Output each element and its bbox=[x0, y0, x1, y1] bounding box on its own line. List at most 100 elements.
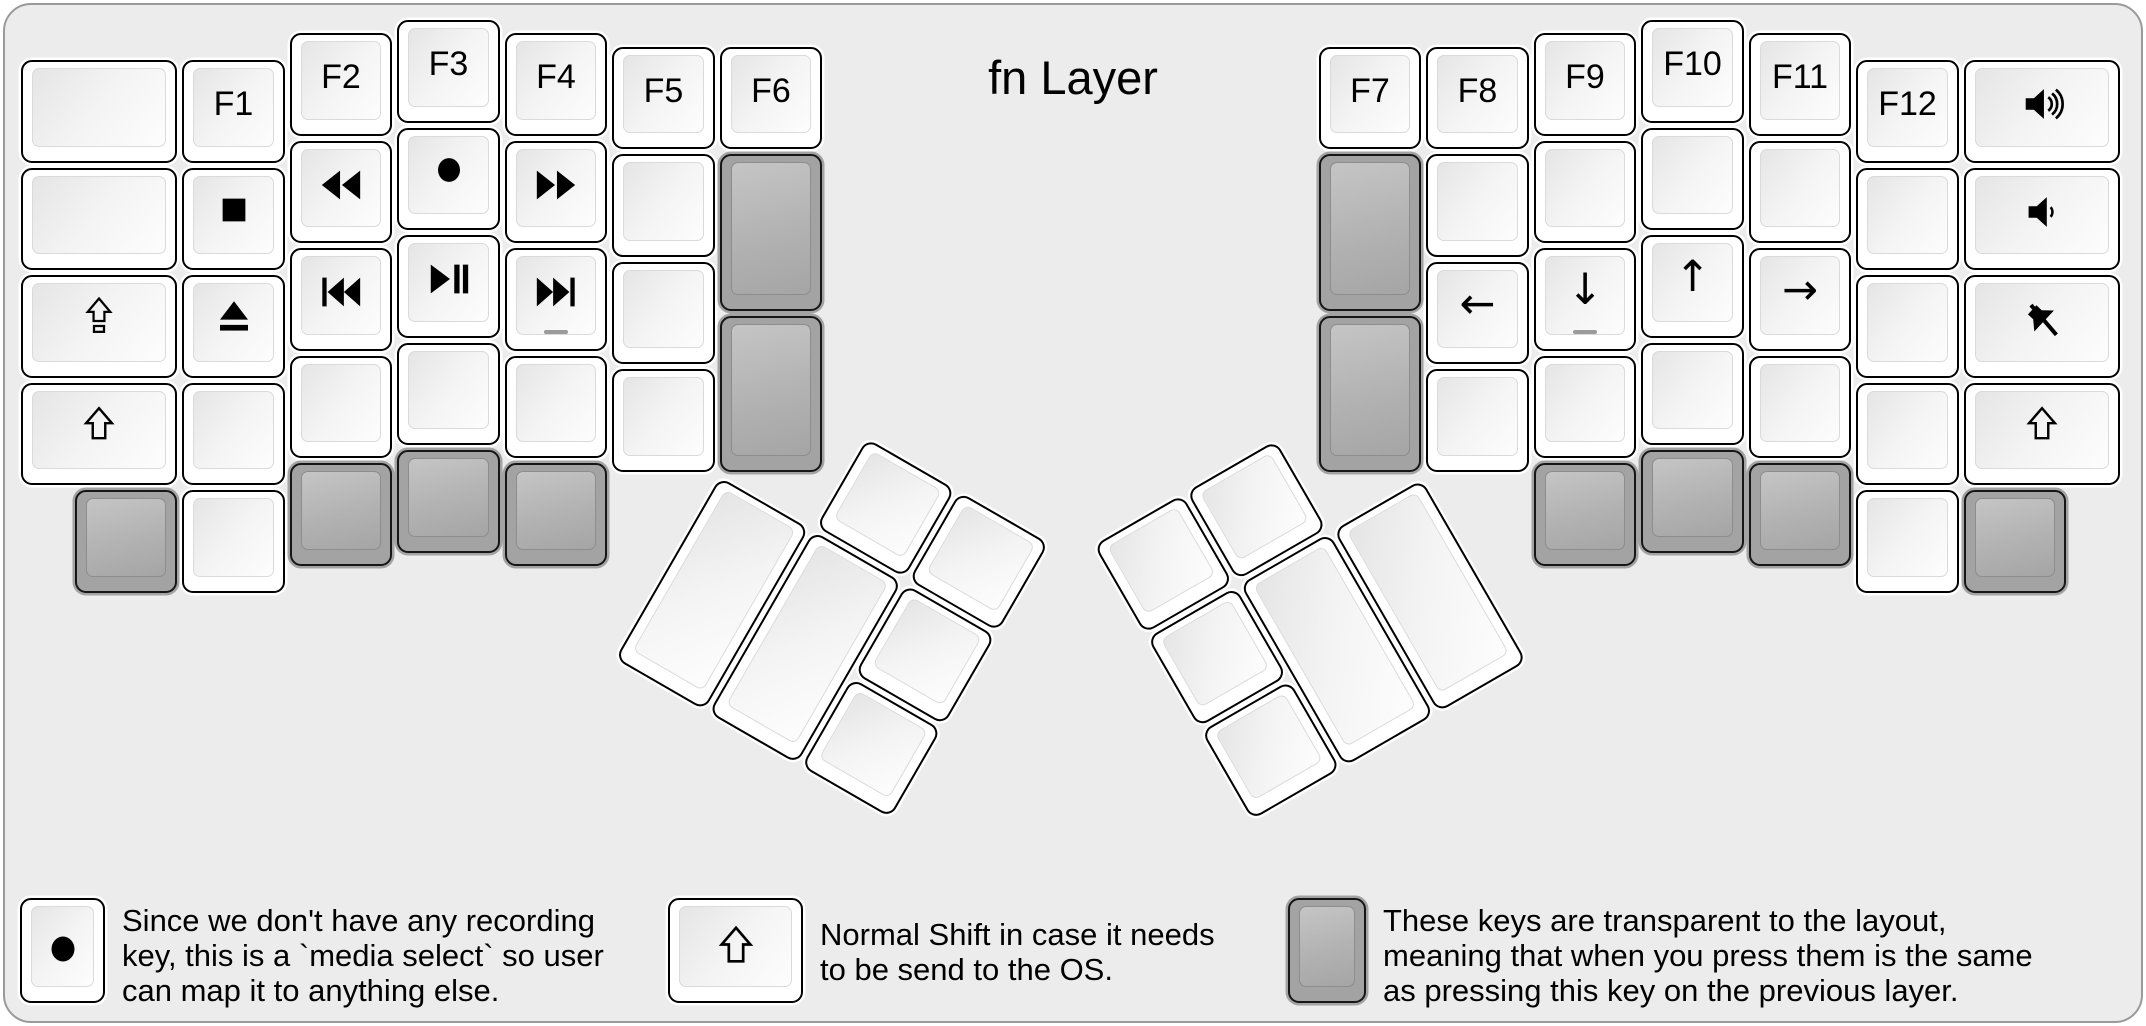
key-blank[interactable] bbox=[612, 261, 715, 365]
volume-up-icon bbox=[2025, 88, 2064, 120]
key-arrow-up-label: ↑ bbox=[1674, 251, 1711, 302]
key-blank[interactable] bbox=[1533, 140, 1637, 244]
key-f1[interactable]: F1 bbox=[182, 60, 285, 163]
play-pause-icon bbox=[430, 264, 468, 294]
key-f9[interactable]: F9 bbox=[1533, 33, 1637, 136]
key-shift-right[interactable] bbox=[1963, 382, 2120, 486]
key-transparent[interactable] bbox=[1533, 463, 1637, 566]
key-arrow-down[interactable]: ↓ bbox=[1533, 248, 1637, 351]
record-key-swatch bbox=[20, 898, 105, 1003]
eject-icon bbox=[219, 301, 248, 331]
record-icon bbox=[51, 936, 74, 962]
key-next-track[interactable] bbox=[504, 248, 608, 351]
key-transparent[interactable] bbox=[504, 463, 608, 566]
caps-lock-icon bbox=[85, 296, 113, 333]
key-prev-track[interactable] bbox=[289, 248, 393, 351]
key-play-pause[interactable] bbox=[397, 235, 500, 338]
key-blank[interactable] bbox=[1426, 369, 1529, 472]
key-arrow-right-label: → bbox=[1781, 265, 1819, 316]
key-blank[interactable] bbox=[1641, 127, 1744, 230]
key-transparent[interactable] bbox=[289, 463, 393, 566]
transparent-key-swatch bbox=[1288, 898, 1366, 1003]
rewind-icon bbox=[321, 170, 361, 200]
key-volume-down[interactable] bbox=[1963, 167, 2120, 271]
shift-right-icon bbox=[2026, 405, 2058, 439]
key-transparent[interactable] bbox=[1318, 315, 1422, 472]
key-blank[interactable] bbox=[504, 355, 608, 459]
key-f8[interactable]: F8 bbox=[1426, 46, 1529, 150]
key-caps-lock[interactable] bbox=[21, 275, 178, 378]
key-blank[interactable] bbox=[1748, 355, 1852, 459]
key-mute[interactable] bbox=[1963, 275, 2120, 378]
key-eject[interactable] bbox=[182, 275, 285, 378]
key-blank[interactable] bbox=[397, 342, 500, 445]
key-record[interactable] bbox=[397, 127, 500, 230]
key-f3-label: F3 bbox=[428, 44, 469, 83]
key-transparent[interactable] bbox=[1748, 463, 1852, 566]
key-transparent[interactable] bbox=[1641, 450, 1744, 553]
key-transparent[interactable] bbox=[719, 315, 823, 472]
stop-icon bbox=[222, 198, 245, 221]
key-transparent[interactable] bbox=[1318, 154, 1422, 311]
key-blank[interactable] bbox=[182, 382, 285, 486]
key-f4[interactable]: F4 bbox=[504, 33, 608, 136]
key-blank[interactable] bbox=[1856, 490, 1959, 593]
page-title: fn Layer bbox=[988, 51, 1158, 104]
key-f4-label: F4 bbox=[536, 58, 576, 97]
key-f2[interactable]: F2 bbox=[289, 33, 393, 136]
key-blank[interactable] bbox=[612, 154, 715, 257]
key-f12[interactable]: F12 bbox=[1856, 60, 1959, 163]
key-f9-label: F9 bbox=[1565, 58, 1605, 97]
key-blank[interactable] bbox=[182, 490, 285, 593]
key-arrow-left[interactable]: ← bbox=[1426, 261, 1529, 365]
next-track-icon bbox=[536, 277, 575, 307]
key-arrow-right[interactable]: → bbox=[1748, 248, 1852, 351]
key-blank[interactable] bbox=[612, 369, 715, 472]
homing-bump bbox=[544, 329, 568, 334]
key-f7-label: F7 bbox=[1350, 71, 1390, 110]
key-blank[interactable] bbox=[21, 167, 178, 271]
key-stop[interactable] bbox=[182, 167, 285, 271]
key-blank[interactable] bbox=[1641, 342, 1744, 445]
key-blank[interactable] bbox=[1856, 167, 1959, 271]
key-blank[interactable] bbox=[1426, 154, 1529, 257]
homing-bump bbox=[1573, 329, 1597, 334]
key-blank[interactable] bbox=[1856, 382, 1959, 486]
key-shift-left[interactable] bbox=[21, 382, 178, 486]
prev-track-icon bbox=[322, 277, 361, 307]
key-f10-label: F10 bbox=[1663, 44, 1722, 83]
key-blank[interactable] bbox=[21, 60, 178, 163]
shift-left-icon bbox=[83, 405, 115, 439]
record-icon bbox=[437, 158, 460, 183]
key-arrow-left-label: ← bbox=[1459, 278, 1496, 329]
key-blank[interactable] bbox=[1533, 355, 1637, 459]
key-f6-label: F6 bbox=[751, 71, 791, 110]
key-f3[interactable]: F3 bbox=[397, 20, 500, 123]
key-transparent[interactable] bbox=[397, 450, 500, 553]
shift-icon bbox=[718, 925, 753, 963]
key-f11-label: F11 bbox=[1771, 58, 1829, 97]
key-f5[interactable]: F5 bbox=[612, 46, 715, 150]
key-blank[interactable] bbox=[1856, 275, 1959, 378]
legend-text-record: Since we don't have any recording key, t… bbox=[122, 903, 604, 1008]
key-transparent[interactable] bbox=[74, 490, 178, 593]
key-rewind[interactable] bbox=[289, 140, 393, 244]
key-transparent[interactable] bbox=[719, 154, 823, 311]
volume-down-icon bbox=[2028, 196, 2054, 227]
key-transparent[interactable] bbox=[1963, 490, 2067, 593]
legend-text-shift: Normal Shift in case it needs to be send… bbox=[820, 917, 1215, 987]
key-f8-label: F8 bbox=[1457, 71, 1498, 110]
key-f7[interactable]: F7 bbox=[1318, 46, 1422, 150]
key-f6[interactable]: F6 bbox=[719, 46, 823, 150]
key-arrow-up[interactable]: ↑ bbox=[1641, 235, 1744, 338]
key-blank[interactable] bbox=[1748, 140, 1852, 244]
key-f10[interactable]: F10 bbox=[1641, 20, 1744, 123]
key-f1-label: F1 bbox=[213, 84, 254, 123]
key-blank[interactable] bbox=[289, 355, 393, 459]
key-volume-up[interactable] bbox=[1963, 60, 2120, 163]
key-f5-label: F5 bbox=[643, 71, 684, 110]
key-fast-forward[interactable] bbox=[504, 140, 608, 244]
legend-text-transparent: These keys are transparent to the layout… bbox=[1383, 903, 2033, 1008]
key-f11[interactable]: F11 bbox=[1748, 33, 1852, 136]
